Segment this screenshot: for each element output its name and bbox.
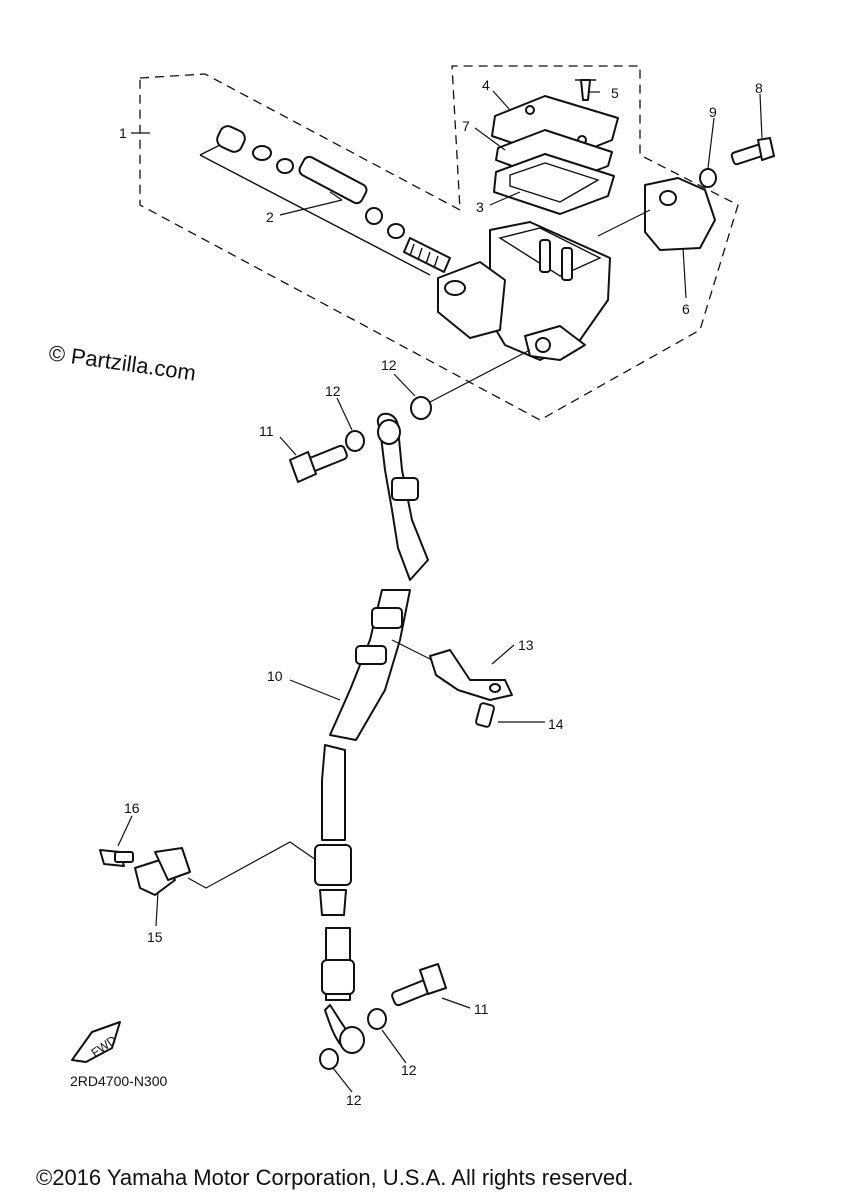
copyright-notice: ©2016 Yamaha Motor Corporation, U.S.A. A… xyxy=(36,1165,633,1190)
watermark: © Partzilla.com xyxy=(47,340,197,385)
hose-guide xyxy=(391,639,545,728)
hose-clamp xyxy=(99,841,317,896)
callout-15: 15 xyxy=(147,929,163,945)
callout-labels: 1 2 3 4 5 6 7 8 9 10 11 12 12 13 14 15 1… xyxy=(119,77,763,1108)
callout-13: 13 xyxy=(518,637,534,653)
callout-10: 10 xyxy=(267,668,283,684)
callout-leaders xyxy=(117,90,763,1093)
callout-12-d: 12 xyxy=(346,1092,362,1108)
callout-3: 3 xyxy=(476,199,484,215)
lower-banjo-bolt xyxy=(319,963,447,1070)
callout-11-upper: 11 xyxy=(259,423,274,439)
callout-4: 4 xyxy=(482,77,490,93)
callout-11-lower: 11 xyxy=(474,1001,489,1017)
callout-2: 2 xyxy=(266,209,274,225)
callout-9: 9 xyxy=(709,104,717,120)
callout-6: 6 xyxy=(682,301,690,317)
upper-banjo-bolt xyxy=(289,349,531,483)
callout-12-a: 12 xyxy=(325,383,341,399)
piston-kit xyxy=(199,125,451,276)
clamp-holder xyxy=(597,177,716,251)
callout-12-b: 12 xyxy=(381,357,397,373)
callout-14: 14 xyxy=(548,716,564,732)
callout-7: 7 xyxy=(462,118,470,134)
callout-1: 1 xyxy=(119,125,127,141)
clamp-bolt-and-washer xyxy=(699,137,775,188)
callout-12-c: 12 xyxy=(401,1062,417,1078)
forward-arrow-icon: FWD xyxy=(71,1021,121,1063)
callout-5: 5 xyxy=(611,85,619,101)
master-cylinder-body xyxy=(437,221,611,361)
brake-hose xyxy=(314,412,429,1054)
reservoir-cap-set xyxy=(491,79,619,215)
diagram-code: 2RD4700-N300 xyxy=(70,1073,167,1089)
assembly-outline xyxy=(139,65,739,421)
callout-8: 8 xyxy=(755,80,763,96)
callout-16: 16 xyxy=(124,800,140,816)
